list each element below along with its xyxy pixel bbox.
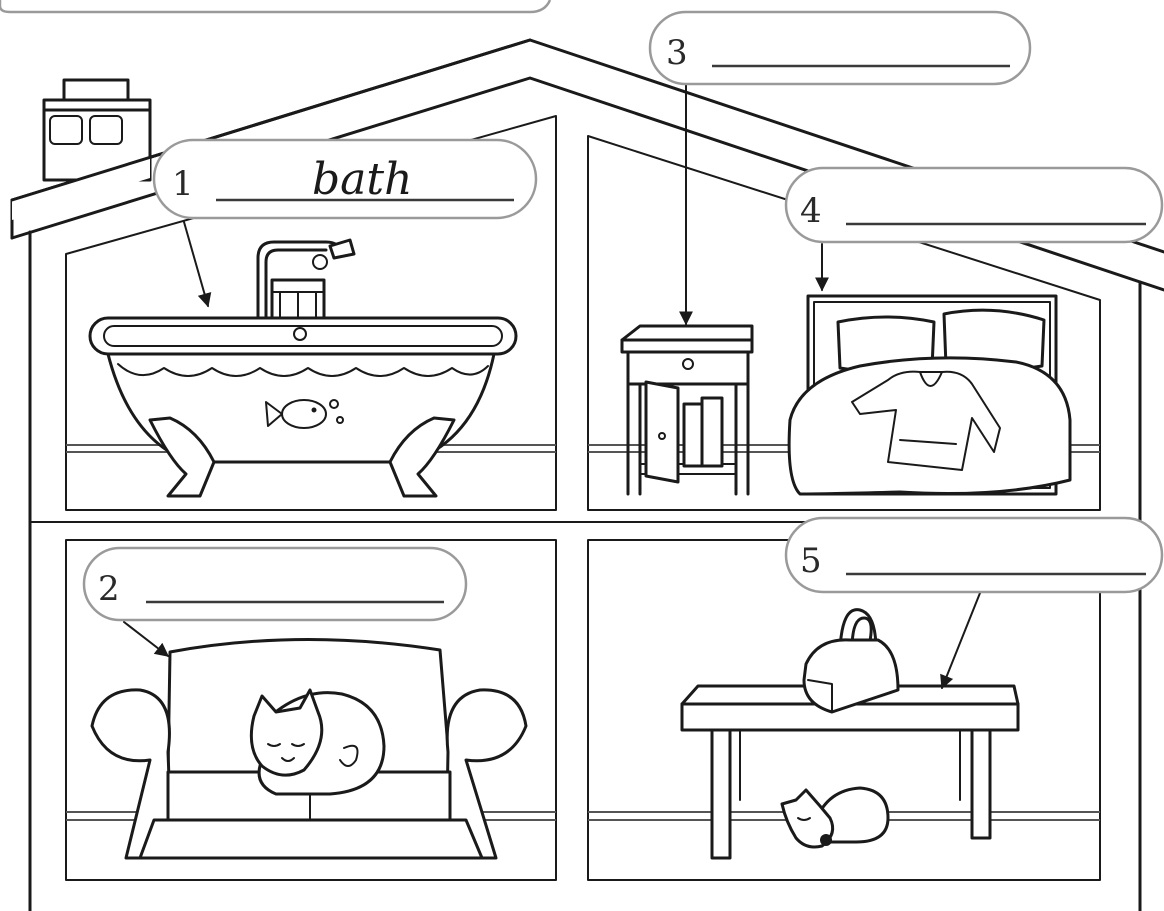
label-answer-1[interactable]: bath [312,154,412,205]
cat-icon [251,690,384,794]
label-bubble-3: 3 [650,12,1030,84]
top-edge-bubble-fragment [0,0,550,12]
sofa [92,639,526,858]
label-number-3: 3 [666,33,688,73]
bed [789,296,1070,494]
label-number-4: 4 [800,191,822,231]
label-number-2: 2 [98,569,120,609]
label-number-5: 5 [800,541,822,581]
label-bubble-4: 4 [786,168,1162,242]
arrow-2 [124,622,168,656]
arrow-5 [942,588,982,688]
label-number-1: 1 [172,164,194,204]
dog-icon [782,788,888,847]
bedside-table [622,326,752,494]
label-bubble-5: 5 [786,518,1162,592]
label-bubble-2: 2 [84,548,466,620]
label-bubble-1: 1 bath [154,140,536,218]
arrow-1 [184,222,208,306]
bathtub [90,240,516,496]
